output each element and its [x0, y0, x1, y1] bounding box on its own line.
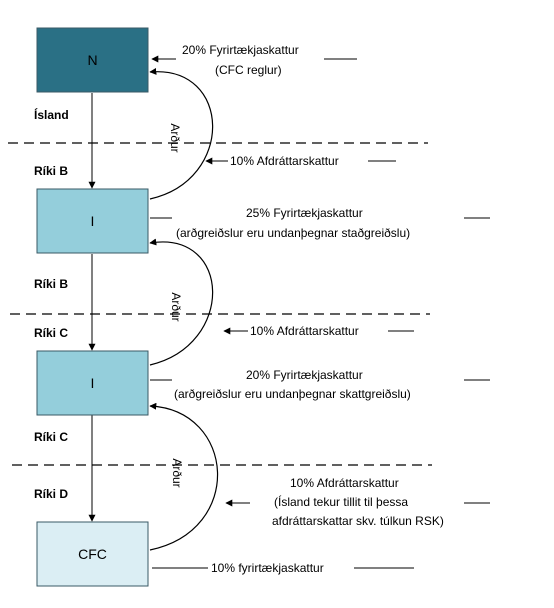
n-tax-line2: (CFC reglur)	[215, 63, 282, 77]
entity-box-i2: I	[36, 350, 149, 416]
region-label-riki-b-upper: Ríki B	[34, 164, 68, 178]
dividend-arrow-1	[149, 67, 214, 200]
wht3-line2: (Ísland tekur tillit til þessa	[274, 494, 408, 509]
region-label-riki-b-lower: Ríki B	[34, 277, 68, 291]
entity-box-n: N	[36, 27, 149, 93]
dividend-arrow-2	[149, 238, 214, 366]
entity-box-i1-rect	[36, 188, 149, 254]
entity-box-i1: I	[36, 188, 149, 254]
entity-box-i2-rect	[36, 350, 149, 416]
region-label-riki-d: Ríki D	[34, 487, 68, 501]
dividend-arrow-3	[149, 402, 219, 551]
dividend-label-3: Arður	[170, 458, 184, 487]
wht3-line3: afdráttarskattar skv. túlkun RSK)	[272, 514, 444, 528]
cfc-tax-label: 10% fyrirtækjaskattur	[211, 561, 324, 575]
entity-box-i2-label: I	[91, 375, 95, 391]
i2-tax-line2: (arðgreiðslur eru undanþegnar skattgreið…	[174, 387, 411, 401]
n-tax-line1: 20% Fyrirtækjaskattur	[182, 43, 299, 57]
i1-tax-line1: 25% Fyrirtækjaskattur	[246, 206, 363, 220]
i1-tax-line2: (arðgreiðslur eru undanþegnar staðgreiðs…	[176, 226, 410, 240]
i2-tax-line1: 20% Fyrirtækjaskattur	[246, 368, 363, 382]
wht1-label: 10% Afdráttarskattur	[230, 154, 339, 168]
dividend-label-1: Arður	[168, 123, 182, 152]
region-label-riki-c-lower: Ríki C	[34, 430, 68, 444]
entity-box-cfc: CFC	[36, 521, 149, 587]
entity-box-i1-label: I	[91, 213, 95, 229]
region-label-island: Ísland	[34, 107, 69, 122]
entity-box-n-label: N	[87, 52, 97, 68]
wht3-line1: 10% Afdráttarskattur	[290, 476, 399, 490]
wht2-label: 10% Afdráttarskattur	[250, 324, 359, 338]
entity-box-n-rect	[36, 27, 149, 93]
dividend-label-2: Arður	[169, 292, 183, 321]
entity-box-cfc-label: CFC	[78, 546, 107, 562]
region-label-riki-c-upper: Ríki C	[34, 326, 68, 340]
entity-box-cfc-rect	[36, 521, 149, 587]
